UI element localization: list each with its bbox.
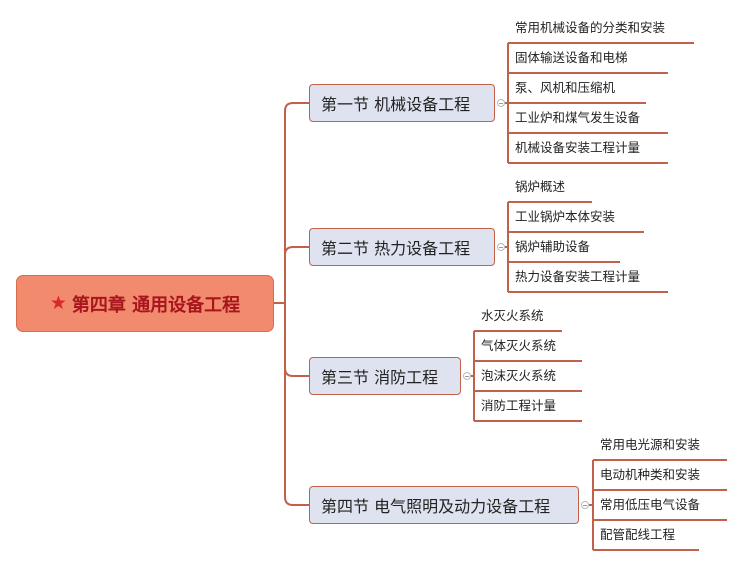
subtopic-item[interactable]: 电动机种类和安装 [593, 463, 727, 491]
section-topic-4[interactable]: 第四节 电气照明及动力设备工程 [309, 486, 579, 524]
subtopic-item[interactable]: 气体灭火系统 [474, 334, 582, 362]
star-icon: ★ [49, 292, 67, 314]
root-topic[interactable]: ★ 第四章 通用设备工程 [16, 275, 274, 332]
section-topic-label: 第三节 消防工程 [321, 368, 439, 387]
collapse-toggle-icon[interactable] [463, 372, 471, 380]
subtopic-item[interactable]: 常用机械设备的分类和安装 [508, 16, 694, 44]
section-topic-2[interactable]: 第二节 热力设备工程 [309, 228, 495, 266]
subtopic-item[interactable]: 锅炉概述 [508, 175, 592, 203]
subtopic-item[interactable]: 工业炉和煤气发生设备 [508, 106, 668, 134]
subtopic-item[interactable]: 锅炉辅助设备 [508, 235, 620, 263]
section-topic-3[interactable]: 第三节 消防工程 [309, 357, 461, 395]
subtopic-item[interactable]: 消防工程计量 [474, 394, 582, 422]
subtopic-item[interactable]: 热力设备安装工程计量 [508, 265, 668, 293]
subtopic-item[interactable]: 配管配线工程 [593, 523, 699, 551]
subtopic-item[interactable]: 水灭火系统 [474, 304, 562, 332]
subtopic-item[interactable]: 泡沫灭火系统 [474, 364, 582, 392]
collapse-toggle-icon[interactable] [497, 99, 505, 107]
section-topic-label: 第四节 电气照明及动力设备工程 [321, 497, 551, 516]
section-topic-label: 第二节 热力设备工程 [321, 239, 471, 258]
collapse-toggle-icon[interactable] [497, 243, 505, 251]
collapse-toggle-icon[interactable] [581, 501, 589, 509]
subtopic-item[interactable]: 固体输送设备和电梯 [508, 46, 668, 74]
subtopic-item[interactable]: 工业锅炉本体安装 [508, 205, 644, 233]
subtopic-item[interactable]: 机械设备安装工程计量 [508, 136, 668, 164]
subtopic-item[interactable]: 常用电光源和安装 [593, 433, 727, 461]
subtopic-item[interactable]: 泵、风机和压缩机 [508, 76, 646, 104]
section-topic-label: 第一节 机械设备工程 [321, 95, 471, 114]
root-topic-label: 第四章 通用设备工程 [71, 294, 241, 316]
subtopic-item[interactable]: 常用低压电气设备 [593, 493, 727, 521]
section-topic-1[interactable]: 第一节 机械设备工程 [309, 84, 495, 122]
